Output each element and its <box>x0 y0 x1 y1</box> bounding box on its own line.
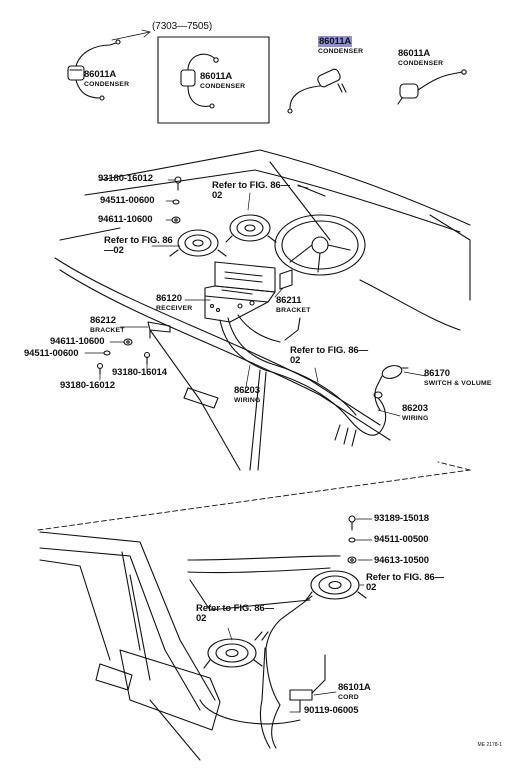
part-name: WIRING <box>234 397 261 404</box>
refer-label-rear-left: Refer to FIG. 86—02 <box>196 603 275 624</box>
refer-label-dash-right: Refer to FIG. 86—02 <box>212 180 291 201</box>
part-number: 86011A <box>398 48 431 59</box>
year-range-label: (7303—7505) <box>152 21 213 32</box>
condenser-label-4: 86011A CONDENSER <box>398 49 443 69</box>
part-number: 86011A <box>84 69 117 80</box>
steering-wheel <box>274 214 366 276</box>
condenser-label-3: 86011A CONDENSER <box>318 36 364 57</box>
inset-box <box>157 36 270 124</box>
condenser-illustration-1 <box>67 39 121 101</box>
bracket-86212-label: 86212 BRACKET <box>90 316 125 336</box>
refer-label-dash-left: Refer to FIG. 86—02 <box>104 235 173 256</box>
part-label-94611-10600-top: 94611-10600 <box>98 214 153 225</box>
leader-lines <box>84 179 427 713</box>
part-number: 86101A <box>338 682 371 693</box>
rear-wiring <box>254 595 326 749</box>
dash-wiring <box>219 314 387 447</box>
section-divider <box>37 469 471 531</box>
part-label-94511-00500: 94511-00500 <box>374 534 429 545</box>
dash-speaker-left <box>169 229 227 257</box>
part-label-93180-16012-bottom: 93180-16012 <box>60 380 115 391</box>
switch-volume-illustration <box>373 365 409 411</box>
wiring-86203-left-label: 86203 WIRING <box>234 386 261 406</box>
cord-86101a-label: 86101A CORD <box>338 683 371 703</box>
part-number: 86170 <box>424 368 450 379</box>
highlighted-part-number: 86011A <box>318 36 353 47</box>
receiver-label: 86120 RECEIVER <box>156 294 192 314</box>
part-name: CONDENSER <box>200 83 246 90</box>
rear-speaker-right <box>305 570 367 601</box>
part-number: 86211 <box>276 295 302 306</box>
part-name: SWITCH & VOLUME <box>424 380 492 387</box>
condenser-illustration-2 <box>180 53 219 109</box>
bracket-86211-label: 86211 BRACKET <box>276 296 311 316</box>
part-name: CONDENSER <box>84 81 130 88</box>
condenser-label-1: 86011A CONDENSER <box>84 70 129 90</box>
part-number: 86120 <box>156 293 182 304</box>
part-name: WIRING <box>402 415 429 422</box>
part-name: BRACKET <box>90 327 125 334</box>
part-name: BRACKET <box>276 307 311 314</box>
part-number: 86203 <box>402 403 428 414</box>
part-name: CONDENSER <box>318 48 364 55</box>
wiring-86203-right-label: 86203 WIRING <box>402 404 429 424</box>
condenser-illustration-4 <box>397 69 467 105</box>
switch-volume-label: 86170 SWITCH & VOLUME <box>424 369 492 389</box>
rear-fasteners <box>347 515 357 564</box>
part-label-90119-06005: 90119-06005 <box>304 705 359 716</box>
condenser-label-2: 86011A CONDENSER <box>200 72 245 92</box>
part-number: 86011A <box>200 71 233 82</box>
part-number: 86203 <box>234 385 260 396</box>
part-label-93189-15018: 93189-15018 <box>374 513 429 524</box>
part-label-94511-00600-top: 94511-00600 <box>100 195 155 206</box>
part-label-94611-10600-bottom: 94611-10600 <box>50 336 105 347</box>
part-name: CONDENSER <box>398 60 444 67</box>
inset-arrow <box>111 31 151 41</box>
diagram-code: ME 2178-1 <box>477 742 502 748</box>
dash-speaker-right <box>225 214 277 243</box>
part-number: 86212 <box>90 315 116 326</box>
rear-speaker-left <box>203 638 263 669</box>
small-fasteners <box>96 176 182 375</box>
receiver-unit <box>204 261 276 323</box>
door-handle-dash <box>183 387 219 409</box>
refer-label-rear-right: Refer to FIG. 86—02 <box>366 572 445 593</box>
rear-body-outline <box>39 531 341 761</box>
part-label-93180-16012-top: 93180-16012 <box>98 173 153 184</box>
bracket-86211-illustration <box>279 269 293 290</box>
condenser-illustration-3 <box>287 68 347 114</box>
part-label-94511-00600-bottom: 94511-00600 <box>24 348 79 359</box>
part-label-94613-10500: 94613-10500 <box>374 555 429 566</box>
refer-label-dash-center: Refer to FIG. 86—02 <box>290 345 369 366</box>
bracket-86212-illustration <box>147 321 171 339</box>
part-label-93180-16014: 93180-16014 <box>112 367 167 378</box>
part-name: RECEIVER <box>156 305 193 312</box>
part-name: CORD <box>338 694 359 701</box>
